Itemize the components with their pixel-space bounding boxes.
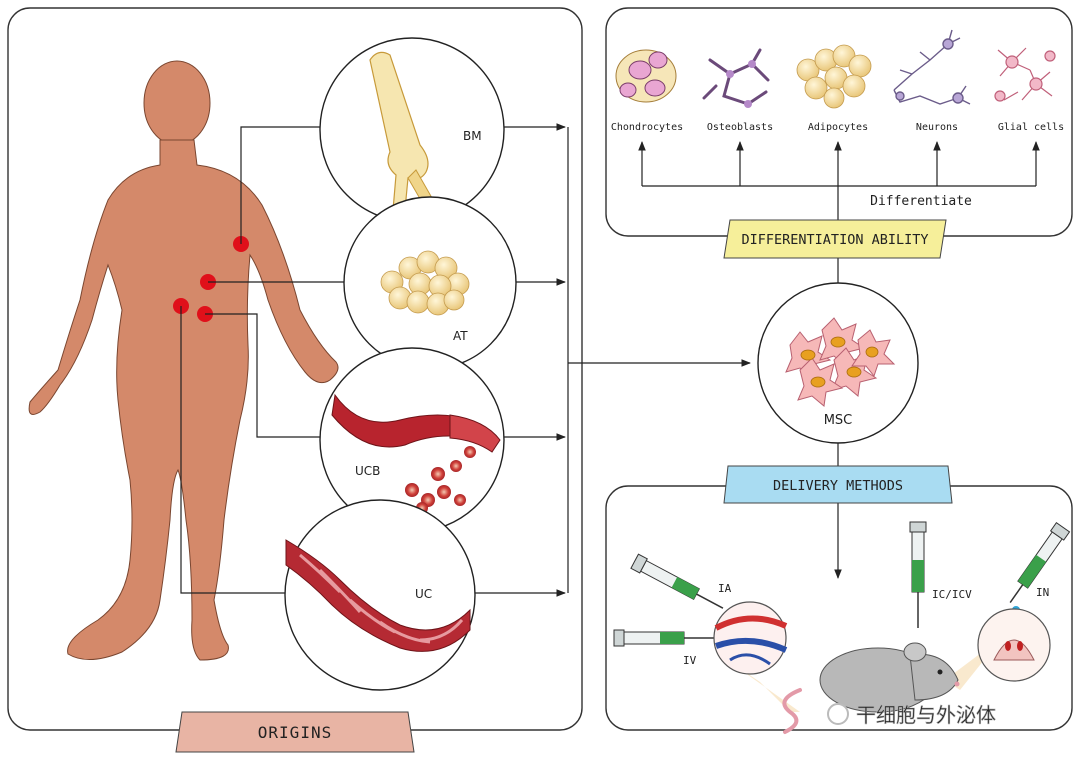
label-in: IN <box>1036 586 1049 599</box>
label-osteoblasts: Osteoblasts <box>707 122 773 133</box>
chondrocyte-icon <box>615 49 677 103</box>
blood-vessel-icon <box>331 393 501 514</box>
label-chondrocytes: Chondrocytes <box>611 122 683 133</box>
adipose-tissue-icon <box>380 250 470 316</box>
source-circle-at: AT <box>343 196 517 370</box>
source-circle-uc: UC <box>284 499 476 691</box>
msc-circle: MSC <box>757 282 919 444</box>
cell-labels: Chondrocytes Osteoblasts Adipocytes Neur… <box>611 122 1064 133</box>
source-arrows <box>475 123 751 597</box>
label-glial-cells: Glial cells <box>998 122 1064 133</box>
origins-title: ORIGINS <box>258 723 332 742</box>
source-circle-bm: BM <box>319 37 505 223</box>
origins-banner: ORIGINS <box>175 711 415 753</box>
mouse-icon <box>782 642 960 734</box>
label-at: AT <box>453 329 468 343</box>
label-ucb: UCB <box>355 464 380 478</box>
syringe-iv-icon <box>613 629 716 647</box>
cell-icons <box>615 29 1056 109</box>
delivery-banner: DELIVERY METHODS <box>723 465 953 504</box>
neuron-icon <box>893 29 971 105</box>
msc-nuclei <box>800 336 879 388</box>
label-uc: UC <box>415 587 432 601</box>
human-body-figure <box>28 60 339 661</box>
label-iv: IV <box>683 654 697 667</box>
differentiation-banner: DIFFERENTIATION ABILITY <box>723 219 947 259</box>
watermark-text: 干细胞与外泌体 <box>856 703 996 727</box>
label-icicv: IC/ICV <box>932 588 972 601</box>
label-neurons: Neurons <box>916 122 958 133</box>
vessel-zoom-icon <box>713 601 800 712</box>
origin-connectors <box>180 126 345 594</box>
label-ia: IA <box>718 582 732 595</box>
osteoblast-icon <box>702 48 770 108</box>
delivery-title: DELIVERY METHODS <box>773 478 903 494</box>
syringe-icicv-icon <box>909 521 927 628</box>
label-bm: BM <box>463 129 482 143</box>
watermark: 干细胞与外泌体 <box>827 703 996 727</box>
source-circle-ucb: UCB <box>319 347 505 533</box>
label-adipocytes: Adipocytes <box>808 122 868 133</box>
msc-label: MSC <box>824 413 853 428</box>
differentiation-title: DIFFERENTIATION ABILITY <box>742 232 929 248</box>
adipocyte-icon <box>796 44 872 109</box>
differentiate-label: Differentiate <box>870 194 972 209</box>
umbilical-cord-icon <box>285 539 471 652</box>
syringe-ia-icon <box>630 553 724 609</box>
glial-cell-icon <box>994 47 1056 102</box>
syringe-in-icon <box>1009 521 1071 604</box>
route-labels: IA IV IC/ICV IN <box>683 582 1049 667</box>
nose-zoom-icon <box>945 608 1051 690</box>
